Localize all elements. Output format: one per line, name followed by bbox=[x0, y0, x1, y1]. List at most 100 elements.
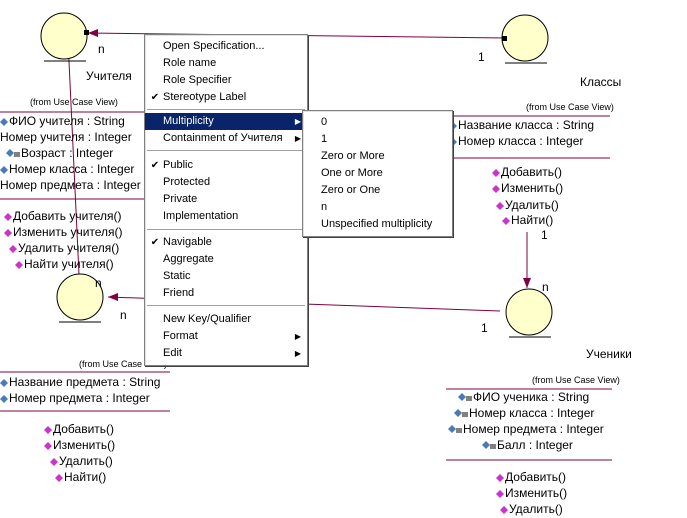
menu-item-protected[interactable]: Protected bbox=[163, 176, 211, 188]
menu-item-new-key-qualifier[interactable]: New Key/Qualifier bbox=[163, 313, 252, 325]
lock-icon bbox=[482, 438, 496, 454]
multiplicity-label[interactable]: n bbox=[120, 308, 127, 322]
operation-item[interactable]: Добавить учителя() bbox=[4, 208, 121, 225]
operation-icon bbox=[4, 209, 12, 225]
operation-text: Добавить учителя() bbox=[13, 209, 122, 223]
attribute-item[interactable]: Номер класса : Integer bbox=[454, 405, 594, 422]
operation-text: Удалить учителя() bbox=[18, 241, 120, 255]
operation-item[interactable]: Изменить учителя() bbox=[4, 224, 123, 241]
class-stereotype: (from Use Case View) bbox=[79, 359, 167, 369]
attribute-item[interactable]: ФИО учителя : String bbox=[0, 113, 125, 130]
menu-separator bbox=[147, 305, 305, 307]
class-name-teachers[interactable]: Учителя bbox=[86, 69, 132, 83]
operation-item[interactable]: Удалить() bbox=[500, 501, 563, 518]
menu-item-format[interactable]: Format▶ bbox=[145, 328, 307, 345]
attribute-item[interactable]: Номер учителя : Integer bbox=[0, 129, 132, 145]
menu-item-multiplicity[interactable]: Multiplicity▶ bbox=[145, 113, 307, 130]
attribute-item[interactable]: Номер предмета : Integer bbox=[448, 421, 604, 438]
selection-handle[interactable] bbox=[84, 30, 89, 35]
association-arrowhead bbox=[88, 29, 98, 37]
menu-item-label: Navigable bbox=[163, 236, 212, 248]
attribute-text: Номер класса : Integer bbox=[458, 134, 584, 148]
operation-item[interactable]: Добавить() bbox=[44, 421, 114, 438]
menu-item-navigable[interactable]: ✔Navigable bbox=[145, 234, 307, 251]
attribute-item[interactable]: ФИО ученика : String bbox=[458, 389, 589, 406]
operation-item[interactable]: Найти() bbox=[55, 469, 106, 486]
menu-item-role-name[interactable]: Role name bbox=[163, 57, 217, 69]
operation-item[interactable]: Удалить учителя() bbox=[9, 240, 119, 257]
check-icon: ✔ bbox=[150, 237, 160, 248]
operation-item[interactable]: Удалить() bbox=[496, 197, 559, 214]
class-name-classes[interactable]: Классы bbox=[580, 75, 622, 89]
operation-item[interactable]: Найти() bbox=[502, 212, 553, 229]
attribute-item[interactable]: Название предмета : String bbox=[0, 374, 160, 391]
class-name-students[interactable]: Ученики bbox=[586, 347, 632, 361]
operation-icon bbox=[9, 241, 17, 257]
class-icon-students[interactable] bbox=[505, 288, 553, 338]
association-teachers-subjects[interactable] bbox=[67, 39, 81, 297]
operation-item[interactable]: Найти учителя() bbox=[15, 256, 114, 273]
multiplicity-label[interactable]: 1 bbox=[481, 321, 488, 335]
attribute-icon bbox=[0, 391, 8, 407]
operation-item[interactable]: Изменить() bbox=[492, 180, 563, 197]
menu-item-stereotype-label[interactable]: ✔Stereotype Label bbox=[145, 89, 307, 106]
menu-item-aggregate[interactable]: Aggregate bbox=[163, 253, 214, 265]
menu-item-private[interactable]: Private bbox=[163, 193, 198, 205]
attribute-item[interactable]: Балл : Integer bbox=[482, 437, 573, 454]
operation-item[interactable]: Удалить() bbox=[50, 453, 113, 470]
attribute-text: ФИО ученика : String bbox=[473, 390, 590, 404]
menu-item-implementation[interactable]: Implementation bbox=[163, 210, 239, 222]
operation-icon bbox=[496, 486, 504, 502]
operation-item[interactable]: Добавить() bbox=[492, 164, 562, 181]
association-arrowhead bbox=[523, 278, 531, 288]
submenu-item-n[interactable]: n bbox=[321, 201, 328, 213]
class-icon-classes[interactable] bbox=[501, 14, 549, 64]
submenu-item-unspecified[interactable]: Unspecified multiplicity bbox=[321, 218, 433, 230]
operation-text: Добавить() bbox=[505, 470, 567, 484]
multiplicity-label[interactable]: n bbox=[95, 276, 102, 290]
attribute-item[interactable]: Название класса : String bbox=[449, 117, 594, 134]
operation-text: Добавить() bbox=[501, 165, 563, 179]
menu-item-role-specifier[interactable]: Role Specifier bbox=[163, 74, 232, 86]
operation-item[interactable]: Добавить() bbox=[496, 469, 566, 486]
menu-separator bbox=[147, 109, 305, 111]
menu-item-friend[interactable]: Friend bbox=[163, 287, 195, 299]
operation-icon bbox=[44, 422, 52, 438]
submenu-item-zero-or-more[interactable]: Zero or More bbox=[321, 150, 385, 162]
attribute-item[interactable]: Номер предмета : Integer bbox=[0, 390, 150, 407]
attribute-item[interactable]: Номер класса : Integer bbox=[449, 133, 583, 150]
attribute-text: Название предмета : String bbox=[9, 375, 161, 389]
attribute-item[interactable]: Номер класса : Integer bbox=[0, 161, 134, 178]
class-stereotype: (from Use Case View) bbox=[526, 102, 614, 112]
operation-text: Удалить() bbox=[505, 198, 559, 212]
menu-item-containment[interactable]: Containment of Учителя▶ bbox=[145, 130, 307, 147]
attribute-text: Номер класса : Integer bbox=[469, 406, 595, 420]
menu-item-public[interactable]: ✔Public bbox=[145, 157, 307, 174]
attribute-item[interactable]: Номер предмета : Integer bbox=[0, 177, 141, 193]
class-icon-subjects[interactable] bbox=[56, 273, 104, 323]
submenu-item-0[interactable]: 0 bbox=[321, 116, 328, 128]
menu-item-open-specification[interactable]: Open Specification... bbox=[163, 40, 265, 52]
attribute-text: Номер предмета : Integer bbox=[0, 178, 141, 192]
operation-text: Найти() bbox=[64, 470, 107, 484]
multiplicity-label[interactable]: n bbox=[98, 42, 105, 56]
check-icon: ✔ bbox=[150, 160, 160, 171]
submenu-item-zero-or-one[interactable]: Zero or One bbox=[321, 184, 381, 196]
class-icon-teachers[interactable] bbox=[40, 12, 88, 62]
multiplicity-label[interactable]: 1 bbox=[478, 50, 485, 64]
submenu-item-1[interactable]: 1 bbox=[321, 133, 328, 145]
lock-icon bbox=[458, 390, 472, 406]
menu-item-static[interactable]: Static bbox=[163, 270, 191, 282]
menu-item-edit[interactable]: Edit▶ bbox=[145, 345, 307, 362]
check-icon: ✔ bbox=[150, 92, 160, 103]
submenu-item-one-or-more[interactable]: One or More bbox=[321, 167, 383, 179]
operation-item[interactable]: Изменить() bbox=[44, 437, 115, 454]
multiplicity-label[interactable]: n bbox=[542, 280, 549, 294]
operation-text: Изменить() bbox=[501, 181, 564, 195]
menu-separator bbox=[147, 229, 305, 231]
operation-item[interactable]: Изменить() bbox=[496, 485, 567, 502]
selection-handle[interactable] bbox=[502, 36, 507, 41]
multiplicity-label[interactable]: 1 bbox=[541, 228, 548, 242]
attribute-item[interactable]: Возраст : Integer bbox=[6, 145, 113, 162]
